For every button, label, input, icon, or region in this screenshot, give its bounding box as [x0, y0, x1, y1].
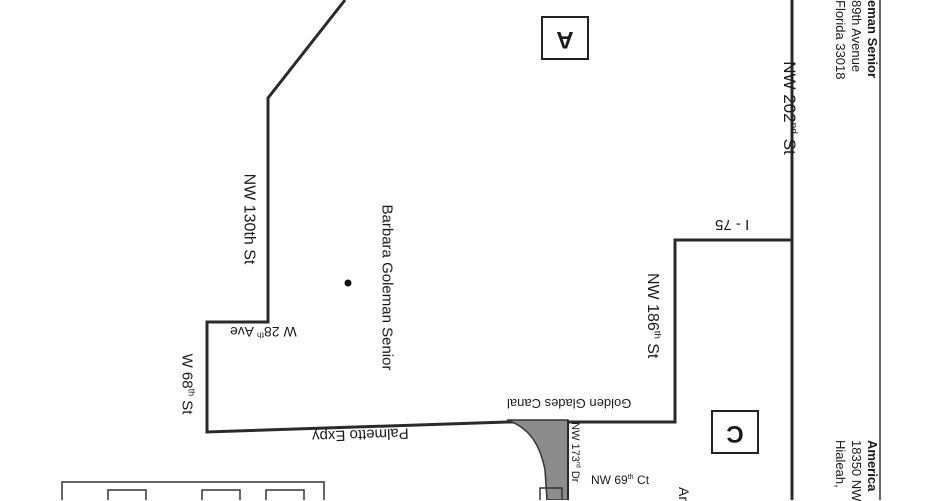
shaded-parcel [506, 419, 569, 500]
road-label-w-28th-ave: W 28th Ave [230, 324, 297, 341]
road-label-nw-130th-st: NW 130th St [240, 173, 258, 265]
school-c-address: America 18350 NW Hialeah, [833, 440, 880, 501]
building-unit [201, 489, 241, 500]
road-label-nw-173rd-dr: NW 173rd Dr [568, 422, 582, 483]
school-a-address: eman Senior 89th Avenue Florida 33018 [833, 0, 880, 80]
building-unit [107, 489, 147, 500]
road-label-i75: I - 75 [715, 216, 750, 233]
road-label-nw-186th-st: NW 186th St [644, 272, 663, 359]
road-label-nw-69th-ct: NW 69th Ct [591, 472, 650, 487]
school-marker-dot [344, 279, 352, 287]
road-label-golden-glades-canal: Golden Glades Canal [507, 396, 632, 411]
zone-a-label: A [541, 16, 589, 60]
road-label-palmetto-expy: Palmetto Expy [311, 424, 409, 445]
zone-c-label: C [711, 410, 759, 454]
road-label-nw-202nd-st: NW 202nd St [779, 61, 799, 155]
partial-label: Ar [676, 487, 692, 501]
building-outline [61, 481, 325, 500]
building-unit [265, 489, 305, 500]
road-label-w-68th-st: W 68th St [178, 353, 197, 415]
school-marker-label: Barbara Goleman Senior [378, 204, 396, 371]
building-unit [539, 487, 563, 500]
zone-a-boundary [205, 0, 792, 434]
